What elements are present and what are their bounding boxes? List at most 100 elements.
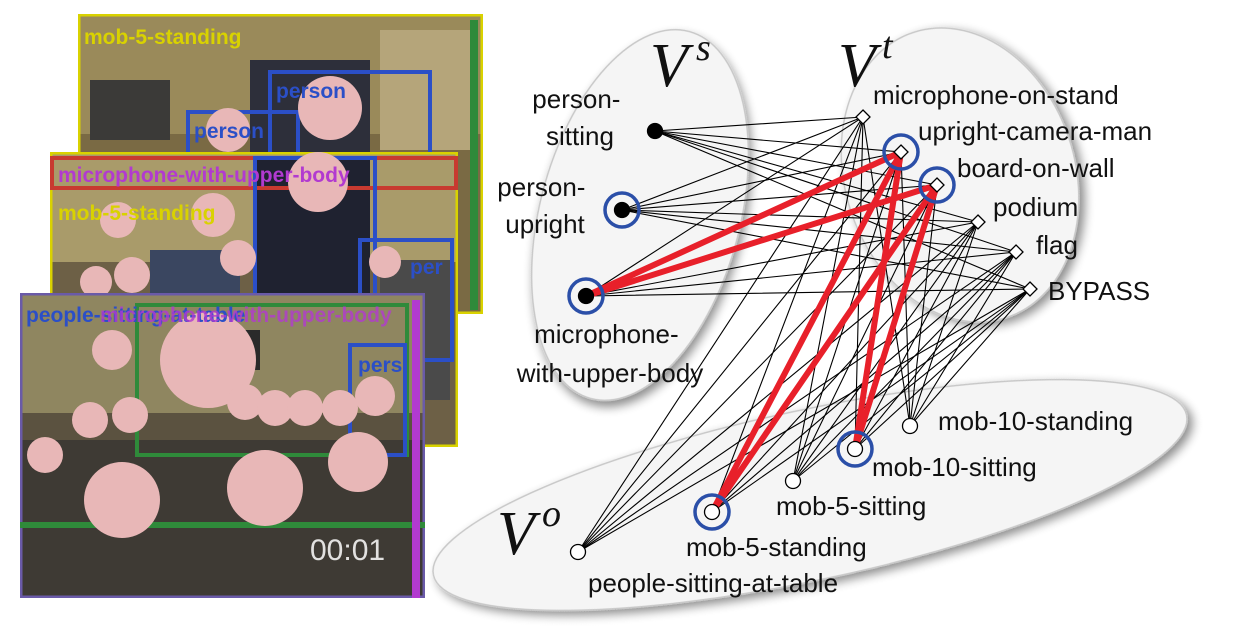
face-blur bbox=[84, 462, 160, 538]
face-blur bbox=[114, 257, 150, 293]
label-person-sitting: person- sitting bbox=[532, 84, 627, 151]
svg-text:V: V bbox=[650, 32, 694, 100]
node-marker bbox=[846, 440, 864, 458]
edge bbox=[854, 221, 979, 450]
edges-highlighted bbox=[583, 149, 940, 515]
edge bbox=[621, 209, 979, 223]
node-marker bbox=[1008, 244, 1024, 260]
label-podium: podium bbox=[993, 192, 1078, 222]
frame-label: pers bbox=[358, 354, 402, 377]
node-podium bbox=[970, 214, 986, 230]
node-marker bbox=[855, 109, 871, 125]
label-upright-camera-man: upright-camera-man bbox=[918, 116, 1152, 146]
edge bbox=[909, 221, 979, 427]
label-microphone-on-stand: microphone-on-stand bbox=[873, 80, 1119, 110]
node-mob-5-sitting bbox=[784, 472, 802, 490]
node-person-sitting bbox=[646, 122, 664, 140]
label-people-sitting-at-table: people-sitting-at-table bbox=[588, 568, 838, 598]
svg-text:t: t bbox=[882, 25, 894, 67]
node-flag bbox=[1008, 244, 1024, 260]
label-bypass: BYPASS bbox=[1048, 276, 1150, 306]
node-marker bbox=[703, 503, 721, 521]
edge bbox=[654, 130, 1031, 290]
edge bbox=[792, 184, 938, 482]
edge-highlighted bbox=[583, 149, 904, 299]
face-blur bbox=[227, 450, 303, 526]
edge bbox=[577, 288, 1031, 553]
face-blur bbox=[322, 390, 358, 426]
edge bbox=[577, 184, 938, 553]
node-people-sitting-at-table bbox=[569, 543, 587, 561]
edge bbox=[909, 251, 1017, 427]
face-blur bbox=[80, 266, 112, 298]
edge-highlighted bbox=[852, 182, 940, 452]
node-microphone-on-stand bbox=[855, 109, 871, 125]
edge bbox=[854, 288, 1031, 450]
edge-highlighted bbox=[709, 149, 904, 515]
node-marker bbox=[646, 122, 664, 140]
edge bbox=[585, 288, 1031, 297]
frame-label: people-sitting-at-table bbox=[26, 304, 245, 327]
video-timestamp: 00:01 bbox=[310, 534, 385, 567]
face-blur bbox=[220, 240, 256, 276]
face-blur bbox=[27, 437, 63, 473]
face-blur bbox=[72, 402, 108, 438]
label-mob-10-sitting: mob-10-sitting bbox=[872, 452, 1037, 482]
label-mob-5-standing: mob-5-standing bbox=[686, 532, 867, 562]
set-label-other: V o bbox=[497, 493, 561, 568]
edge bbox=[909, 184, 938, 427]
node-mob-10-standing bbox=[901, 417, 919, 435]
highlight-ring bbox=[603, 191, 641, 229]
frame-label: per bbox=[410, 256, 443, 279]
face-blur bbox=[112, 397, 148, 433]
face-blur bbox=[92, 330, 132, 370]
label-flag: flag bbox=[1036, 230, 1078, 260]
node-bypass bbox=[1022, 281, 1038, 297]
edge bbox=[654, 116, 864, 132]
node-microphone-with-upper-body bbox=[567, 277, 605, 315]
highlight-ring bbox=[567, 277, 605, 315]
label-person-upright: person- upright bbox=[497, 172, 592, 239]
label-board-on-wall: board-on-wall bbox=[957, 153, 1115, 183]
face-blur bbox=[287, 390, 323, 426]
set-other-ellipse bbox=[432, 378, 1188, 612]
highlight-ring bbox=[882, 133, 920, 171]
frame-label: mob-5-standing bbox=[58, 202, 216, 225]
highlight-ring bbox=[918, 166, 956, 204]
face-blur bbox=[328, 432, 388, 492]
svg-text:V: V bbox=[838, 32, 882, 100]
face-blur bbox=[206, 108, 250, 152]
face-blur bbox=[160, 312, 256, 408]
edge-highlighted bbox=[583, 182, 940, 299]
edge bbox=[577, 151, 902, 553]
edge-highlighted bbox=[852, 149, 904, 452]
node-marker bbox=[929, 177, 945, 193]
node-upright-camera-man bbox=[882, 133, 920, 171]
video-frame-1: mob-5-standing person person bbox=[78, 14, 483, 314]
edge bbox=[585, 116, 864, 297]
frame-label: person bbox=[276, 80, 346, 103]
node-marker bbox=[893, 144, 909, 160]
video-frame-3: people-sitting-at-table microphone-with-… bbox=[20, 293, 425, 598]
edge bbox=[654, 130, 902, 153]
edge bbox=[792, 251, 1017, 482]
face-blur bbox=[369, 246, 401, 278]
label-mob-10-standing: mob-10-standing bbox=[938, 406, 1133, 436]
label-mob-5-sitting: mob-5-sitting bbox=[776, 491, 926, 521]
face-blur bbox=[100, 202, 136, 238]
edge bbox=[792, 288, 1031, 482]
highlight-ring bbox=[836, 430, 874, 468]
edge bbox=[621, 116, 864, 211]
svg-text:V: V bbox=[497, 500, 541, 568]
node-marker bbox=[970, 214, 986, 230]
edge bbox=[909, 288, 1031, 427]
node-marker bbox=[1022, 281, 1038, 297]
edge-highlighted bbox=[709, 182, 940, 515]
highlight-ring bbox=[693, 493, 731, 531]
face-blur bbox=[298, 76, 362, 140]
face-blur bbox=[227, 384, 263, 420]
node-board-on-wall bbox=[918, 166, 956, 204]
face-blur bbox=[257, 390, 293, 426]
set-label-source: V s bbox=[650, 27, 711, 100]
frame-label: microphone-with-upper-body bbox=[100, 304, 392, 327]
